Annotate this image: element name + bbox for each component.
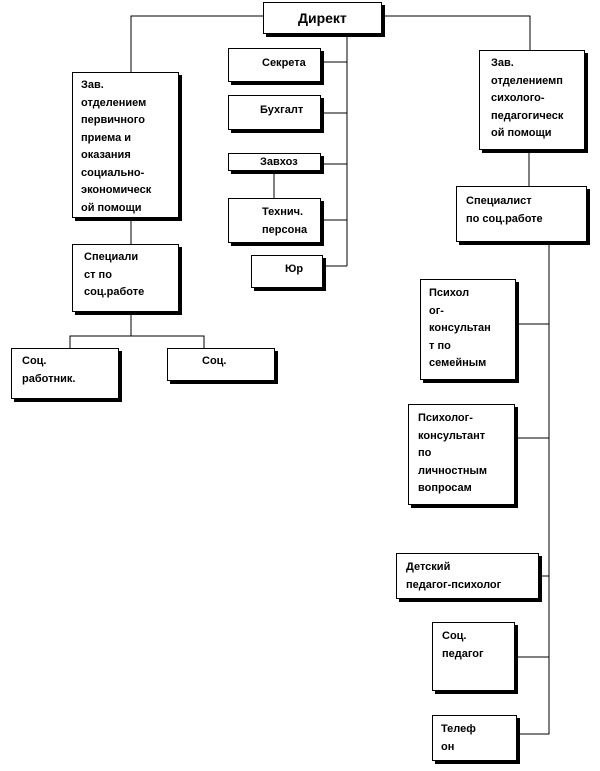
box-left-specialist: Специали ст по соц.работе — [72, 244, 179, 312]
connector-right-trunk — [517, 242, 550, 735]
box-center-secretary-label: Секрета — [262, 57, 306, 69]
box-left-staff-2: Соц. — [167, 348, 275, 381]
box-right-family-psychologist: Психол ог- консультан т по семейным — [420, 279, 516, 380]
box-right-specialist-label: Специалист по соц.работе — [466, 195, 543, 225]
box-director-label: Директ — [298, 10, 347, 26]
box-center-tech: Технич. персона — [228, 198, 321, 243]
connector-director-left — [130, 15, 263, 72]
box-center-lawyer: Юр — [251, 255, 323, 288]
box-director: Директ — [263, 2, 382, 34]
box-right-child-psychologist-label: Детский педагог-психолог — [406, 561, 502, 591]
box-right-child-psychologist: Детский педагог-психолог — [396, 553, 539, 599]
box-left-head: Зав. отделением первичного приема и оказ… — [72, 72, 179, 218]
box-left-head-label: Зав. отделением первичного приема и оказ… — [81, 79, 152, 214]
box-center-lawyer-label: Юр — [285, 263, 304, 275]
box-right-personal-psychologist-label: Психолог- консультант по личностным вопр… — [418, 412, 488, 494]
box-right-phone: Телеф он — [432, 715, 517, 761]
box-right-head-label: Зав. отделениемп сихолого- педагогическ … — [491, 57, 564, 139]
box-right-family-psychologist-label: Психол ог- консультан т по семейным — [429, 287, 491, 369]
box-center-accountant: Бухгалт — [228, 95, 321, 130]
box-left-specialist-label: Специали ст по соц.работе — [84, 251, 145, 298]
box-right-head: Зав. отделениемп сихолого- педагогическ … — [479, 50, 585, 150]
connector-director-right — [382, 15, 531, 50]
box-right-social-pedagogue: Соц. педагог — [432, 622, 515, 691]
box-right-specialist: Специалист по соц.работе — [456, 186, 587, 242]
box-center-accountant-label: Бухгалт — [260, 104, 304, 116]
box-right-phone-label: Телеф он — [441, 723, 476, 753]
connector-left-specialist-staff-2 — [131, 335, 205, 348]
box-right-social-pedagogue-label: Соц. педагог — [442, 630, 484, 660]
box-left-staff-2-label: Соц. — [202, 355, 227, 367]
box-center-supply: Завхоз — [228, 153, 321, 171]
box-center-secretary: Секрета — [228, 48, 321, 82]
box-left-staff-1-label: Соц. работник. — [22, 355, 76, 385]
box-center-supply-label: Завхоз — [260, 156, 298, 168]
connector-left-specialist-staff — [69, 312, 132, 348]
box-right-personal-psychologist: Психолог- консультант по личностным вопр… — [408, 404, 515, 505]
box-left-staff-1: Соц. работник. — [11, 348, 119, 399]
box-center-tech-label: Технич. персона — [262, 206, 308, 236]
